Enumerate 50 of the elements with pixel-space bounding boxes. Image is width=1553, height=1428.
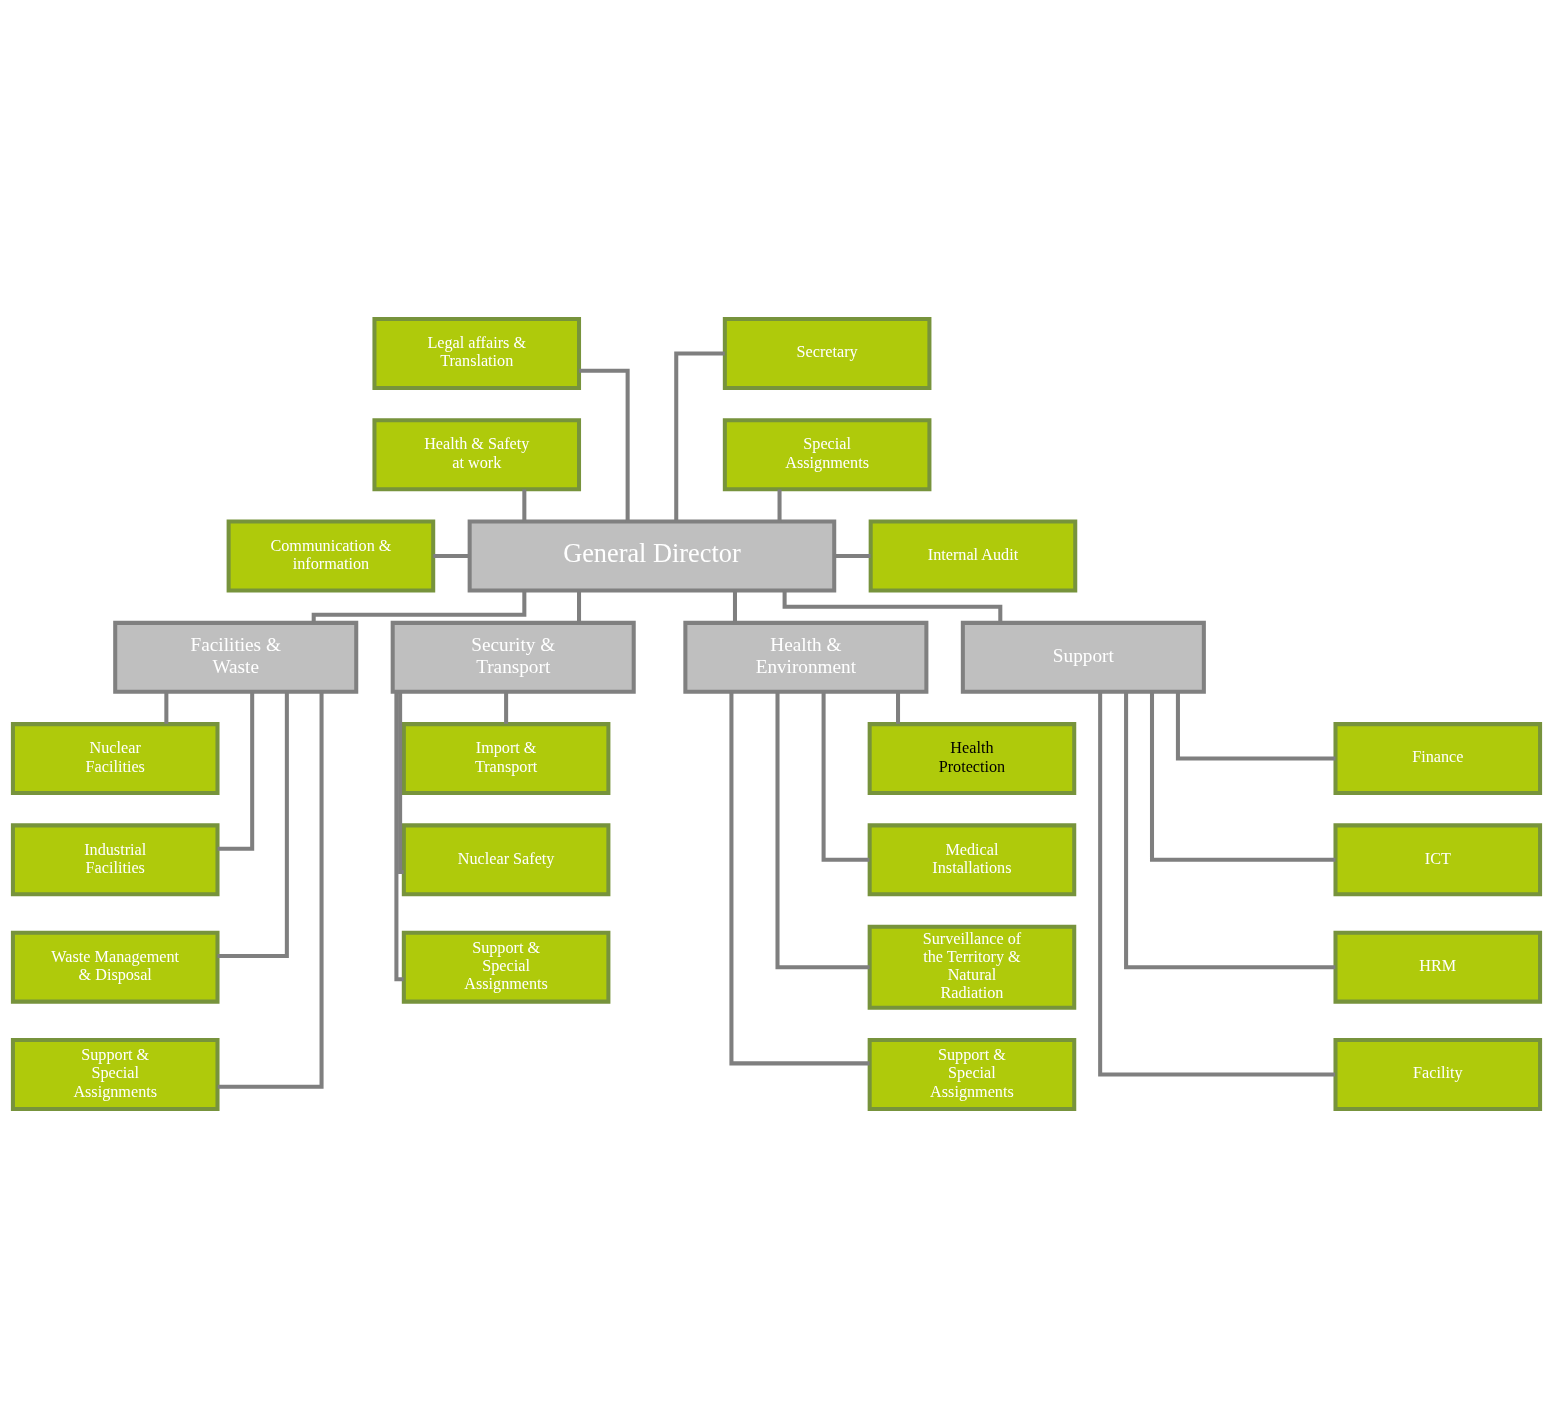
node-box: Communication & information (226, 519, 436, 593)
connector (217, 692, 324, 1089)
connector (577, 590, 582, 623)
connector (217, 691, 289, 959)
node-box: Health Protection (867, 722, 1077, 795)
connector (729, 691, 870, 1066)
connector (777, 489, 782, 522)
node-box: Support & Special Assignments (867, 1038, 1077, 1111)
connector (1175, 691, 1336, 761)
node-box: Legal affairs & Translation (372, 317, 582, 390)
node-box: Medical Installations (867, 823, 1077, 897)
node-box: Facilities & Waste (113, 620, 359, 694)
node-box: HRM (1333, 930, 1543, 1004)
node-box: Surveillance of the Territory & Natural Radiation (867, 924, 1077, 1010)
node-box: Health & Safety at work (372, 418, 582, 492)
node-box: Support & Special Assignments (401, 930, 611, 1004)
node-box: Special Assignments (722, 418, 932, 492)
connector (834, 554, 871, 559)
node-box: Facility (1333, 1038, 1543, 1111)
connector (164, 691, 169, 724)
node-box: Health & Environment (683, 620, 929, 694)
connector (775, 691, 870, 970)
node-box: Nuclear Safety (401, 823, 611, 897)
connector (1150, 692, 1336, 862)
connector (732, 590, 737, 623)
node-box: Nuclear Facilities (10, 722, 220, 795)
node-box: Finance (1333, 722, 1543, 795)
connector (394, 691, 404, 982)
connector (1124, 691, 1336, 970)
connector (217, 691, 255, 851)
connector (433, 554, 470, 559)
node-box: ICT (1333, 823, 1543, 897)
connector (398, 691, 404, 874)
connector (782, 590, 1003, 623)
connector (674, 351, 725, 522)
node-box: Import & Transport (401, 722, 611, 795)
node-box: Waste Management & Disposal (10, 930, 220, 1004)
node-box: Support (960, 620, 1206, 694)
node-box: Support & Special Assignments (10, 1038, 220, 1111)
node-box: Industrial Facilities (10, 823, 220, 897)
connector (522, 489, 527, 522)
connector (504, 691, 509, 724)
connector (821, 692, 870, 862)
connector (579, 368, 630, 522)
connector (1098, 691, 1336, 1077)
node-box: Secretary (722, 317, 932, 390)
node-box: Security & Transport (390, 620, 636, 694)
node-box: Internal Audit (868, 519, 1078, 593)
node-box: General Director (467, 519, 837, 593)
connector (896, 691, 901, 724)
